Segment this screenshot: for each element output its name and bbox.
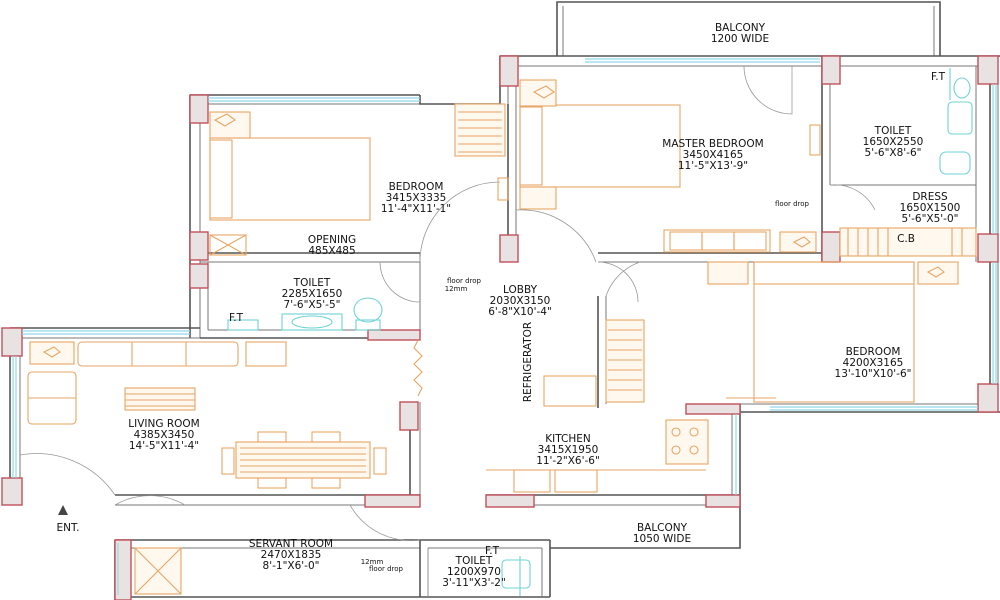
toilet-master-imperial: 5'-6"X8'-6": [865, 147, 922, 159]
dress-name: DRESS: [912, 191, 948, 203]
entrance-label: ENT.: [57, 522, 80, 534]
room-labels: BALCONY 1200 WIDE MASTER BEDROOM 3450X41…: [128, 22, 960, 589]
cb-label: C.B: [897, 233, 915, 245]
bedroom-left-size: 3415X3335: [386, 192, 447, 204]
annotation-labels: F.T F.T F.T C.B floor drop floor drop 12…: [57, 71, 946, 573]
balcony-top-name: BALCONY: [715, 22, 766, 34]
toilet-servant-name: TOILET: [455, 555, 493, 567]
doors: [19, 65, 876, 597]
lobby-size: 2030X3150: [490, 295, 551, 307]
toilet-servant-size: 1200X970: [447, 566, 501, 578]
ft-left-label: F.T: [229, 312, 244, 324]
sanitary-fixtures: [227, 68, 973, 596]
lobby-imperial: 6'-8"X10'-4": [488, 306, 552, 318]
toilet-left-name: TOILET: [293, 277, 331, 289]
lobby-name: LOBBY: [503, 284, 538, 296]
floor-drop-lobby-label: floor drop: [447, 277, 482, 285]
balcony-bottom-size: 1050 WIDE: [633, 533, 691, 545]
kitchen-name: KITCHEN: [545, 433, 591, 445]
dress-imperial: 5'-6"X5'-0": [902, 213, 959, 225]
floor-drop-servant-label: floor drop: [369, 565, 404, 573]
ft-servant-label: F.T: [485, 545, 500, 557]
toilet-servant-imperial: 3'-11"X3'-2": [442, 577, 506, 589]
dress-size: 1650X1500: [900, 202, 961, 214]
floor-drop-lobby-size: 12mm: [445, 285, 468, 293]
floor-drop-servant-size: 12mm: [361, 558, 384, 566]
floor-drop-master-label: floor drop: [775, 200, 810, 208]
windows: [12, 58, 997, 595]
living-room-name: LIVING ROOM: [128, 418, 199, 430]
opening-name: OPENING: [308, 234, 356, 246]
servant-room-size: 2470X1835: [261, 549, 322, 561]
kitchen-size: 3415X1950: [538, 444, 599, 456]
toilet-master-name: TOILET: [874, 125, 912, 137]
servant-room-name: SERVANT ROOM: [249, 538, 333, 550]
bedroom-right-size: 4200X3165: [843, 357, 904, 369]
toilet-left-size: 2285X1650: [282, 288, 343, 300]
entrance-arrow-icon: [58, 505, 68, 515]
master-bedroom-imperial: 11'-5"X13'-9": [678, 160, 748, 172]
refrigerator-label: REFRIGERATOR: [522, 322, 534, 402]
columns: [1, 55, 999, 600]
opening-size: 485X485: [308, 245, 355, 257]
balcony-top-size: 1200 WIDE: [711, 33, 769, 45]
furniture: [27, 79, 977, 595]
ft-master-label: F.T: [931, 71, 946, 83]
bedroom-left-name: BEDROOM: [389, 181, 444, 193]
kitchen-imperial: 11'-2"X6'-6": [536, 455, 600, 467]
living-room-imperial: 14'-5"X11'-4": [129, 440, 199, 452]
bedroom-right-imperial: 13'-10"X10'-6": [835, 368, 912, 380]
bedroom-right-name: BEDROOM: [846, 346, 901, 358]
servant-room-imperial: 8'-1"X6'-0": [263, 560, 320, 572]
master-bedroom-name: MASTER BEDROOM: [662, 138, 763, 150]
bedroom-left-imperial: 11'-4"X11'-1": [381, 203, 451, 215]
balcony-bottom-name: BALCONY: [637, 522, 688, 534]
living-room-size: 4385X3450: [134, 429, 195, 441]
master-bedroom-size: 3450X4165: [683, 149, 744, 161]
toilet-master-size: 1650X2550: [863, 136, 924, 148]
toilet-left-imperial: 7'-6"X5'-5": [284, 299, 341, 311]
